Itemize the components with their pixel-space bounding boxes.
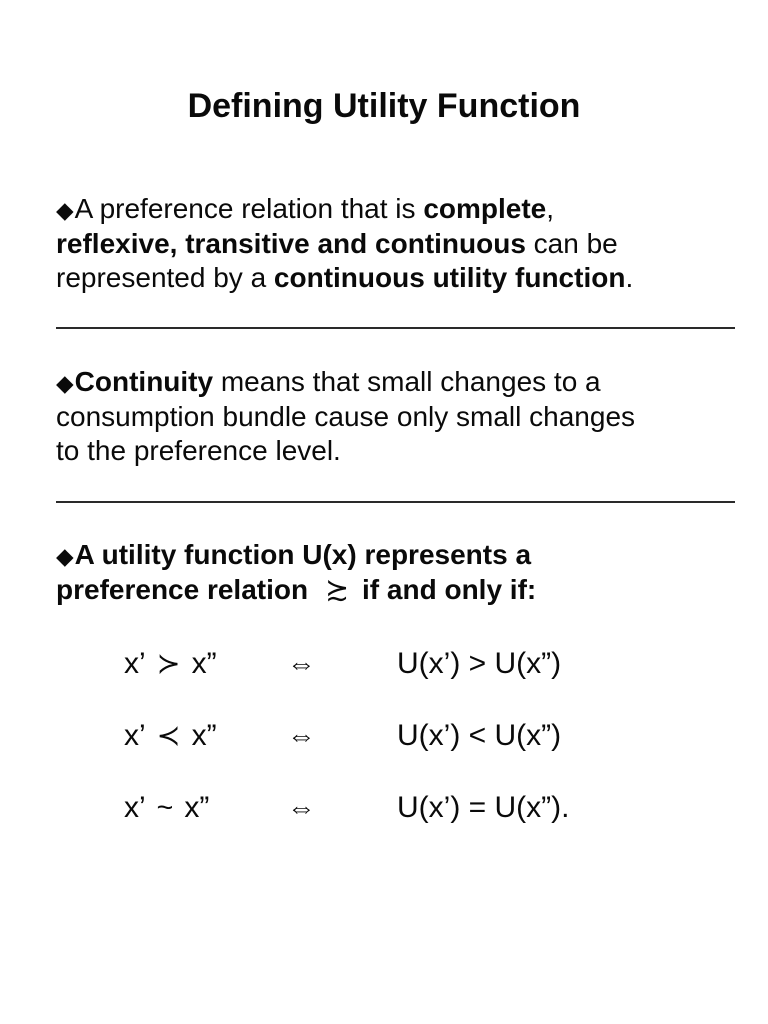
utility-comparison-expression: U(x’) = U(x”). (397, 791, 570, 824)
preference-operator-symbol: ≺ (156, 720, 181, 752)
text-line: ◆A preference relation that is complete, (56, 192, 738, 227)
utility-comparison-expression: U(x’) > U(x”) (397, 647, 562, 680)
relation-left-expression: x’ ≺ x” (124, 719, 287, 753)
text-segment: preference relation (56, 574, 309, 605)
text-line: ◆A utility function U(x) represents a (56, 538, 738, 573)
text-line: ◆Continuity means that small changes to … (56, 365, 738, 400)
bundle-x-double-prime: x” (191, 647, 217, 680)
double-arrow-glyph: ⇔ (287, 648, 316, 680)
bundle-x-prime: x’ (124, 791, 146, 824)
text-segment: continuous utility function (273, 262, 626, 293)
relation-left-expression: x’ ≻ x” (124, 647, 287, 681)
diamond-bullet-icon: ◆ (56, 370, 74, 396)
text-line: to the preference level. (56, 434, 738, 468)
text-segment: to the preference level. (56, 435, 341, 466)
bundle-x-double-prime: x” (184, 791, 210, 824)
diamond-bullet-icon: ◆ (56, 197, 74, 223)
text-segment: . (625, 262, 634, 293)
text-line: reflexive, transitive and continuous can… (56, 227, 738, 261)
relation-row: x’ ≻ x” ⇔ U(x’) > U(x”) (0, 647, 768, 681)
text-segment: , (546, 193, 555, 224)
text-segment: complete (423, 193, 547, 224)
preference-operator-symbol: ~ (156, 792, 174, 824)
diamond-bullet-icon: ◆ (56, 543, 74, 569)
relation-row: x’ ≺ x” ⇔ U(x’) < U(x”) (0, 719, 768, 753)
iff-double-arrow-icon: ⇔ (287, 791, 397, 825)
relation-table: x’≻x”⇔U(x’) > U(x”)x’≺x”⇔U(x’) < U(x”)x’… (0, 647, 768, 825)
text-segment: can be (525, 228, 618, 259)
double-arrow-glyph: ⇔ (287, 720, 316, 752)
preference-operator-symbol: ≻ (156, 648, 181, 680)
slide-title: Defining Utility Function (187, 87, 581, 125)
iff-double-arrow-icon: ⇔ (287, 647, 397, 681)
text-segment: reflexive, transitive and continuous (56, 228, 526, 259)
text-line: represented by a continuous utility func… (56, 261, 738, 295)
bullet-paragraph-continuity: ◆Continuity means that small changes to … (0, 365, 768, 468)
double-arrow-glyph: ⇔ (287, 792, 316, 824)
text-segment: means that small changes to a (213, 366, 601, 397)
bundle-x-prime: x’ (124, 647, 146, 680)
bundle-x-prime: x’ (124, 719, 146, 752)
text-segment: Continuity (74, 366, 214, 397)
iff-double-arrow-icon: ⇔ (287, 719, 397, 753)
text-line: preference relation ≿ if and only if: (56, 573, 738, 607)
text-segment: represented by a (56, 262, 274, 293)
divider-line-1 (56, 327, 735, 329)
utility-comparison-expression: U(x’) < U(x”) (397, 719, 562, 752)
text-segment: if and only if: (362, 574, 537, 605)
text-segment: consumption bundle cause only small chan… (56, 401, 636, 432)
text-line: consumption bundle cause only small chan… (56, 400, 738, 434)
divider-line-2 (56, 501, 735, 503)
text-segment: A preference relation that is (74, 193, 424, 224)
relation-left-expression: x’ ~ x” (124, 791, 287, 825)
relation-row: x’ ~ x” ⇔ U(x’) = U(x”). (0, 791, 768, 825)
succeeds-or-equivalent-symbol: ≿ (325, 574, 350, 606)
bundle-x-double-prime: x” (191, 719, 217, 752)
text-segment: A utility function U(x) represents a (74, 539, 532, 570)
bullet-paragraph-preference-relation: ◆A preference relation that is complete,… (0, 192, 768, 295)
